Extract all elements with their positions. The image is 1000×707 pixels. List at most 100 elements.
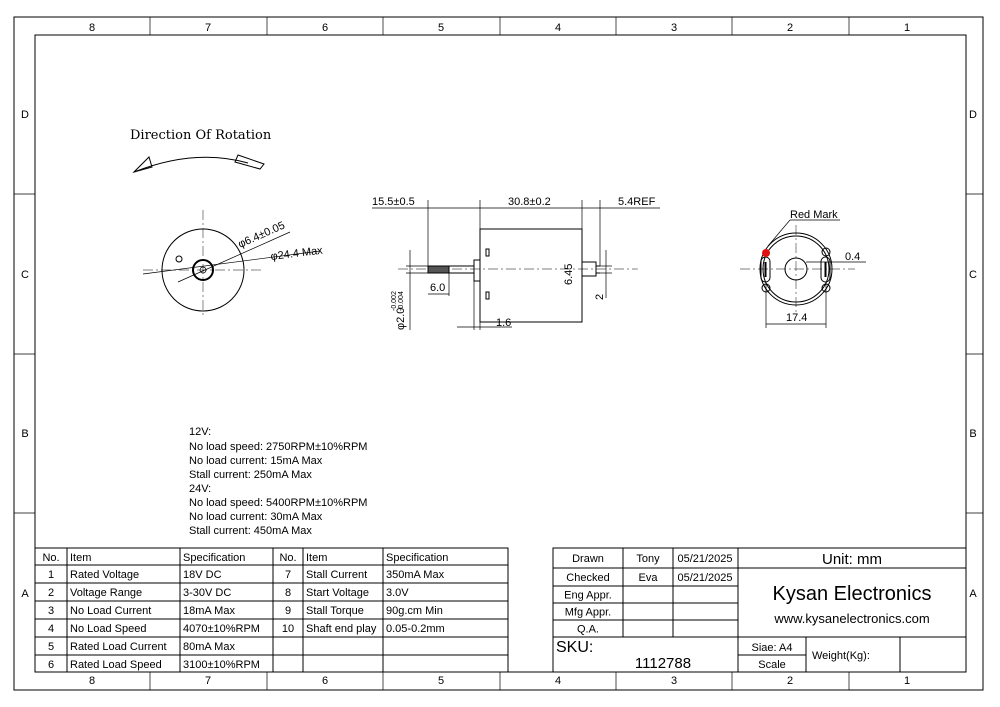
spec-header: Specification — [183, 552, 245, 564]
zone-col: 5 — [438, 22, 444, 34]
zone-col: 1 — [904, 675, 910, 687]
spec-cell: 90g.cm Min — [386, 605, 443, 617]
zone-row: D — [21, 109, 29, 121]
outer-frame — [13, 16, 984, 691]
spec-cell: 2 — [48, 587, 54, 599]
spec-cell: 4070±10%RPM — [183, 623, 260, 635]
zone-col: 3 — [671, 22, 677, 34]
zone-row: A — [21, 588, 29, 600]
spec-header: No. — [279, 552, 296, 564]
spec-cell: 6 — [48, 659, 54, 671]
spec-cell: Rated Voltage — [70, 569, 139, 581]
sheet-size: Siae: A4 — [752, 642, 793, 654]
spec-cell: Stall Torque — [306, 605, 364, 617]
spec-cell: Stall Current — [306, 569, 367, 581]
shaft-length-dim: 15.5±0.5 — [372, 196, 415, 208]
spec-cell: Start Voltage — [306, 587, 369, 599]
note-line: No load current: 30mA Max — [189, 511, 323, 523]
spec-cell: No Load Speed — [70, 623, 146, 635]
unit-label: Unit: mm — [822, 551, 882, 568]
spec-cell: Shaft end play — [306, 623, 377, 635]
spec-cell: Rated Load Speed — [70, 659, 162, 671]
spec-cell: 9 — [285, 605, 291, 617]
bushing-dia-dim: 6.45 — [563, 264, 575, 285]
zone-col: 2 — [787, 675, 793, 687]
approval-name: Tony — [636, 553, 660, 565]
approval-date: 05/21/2025 — [677, 572, 732, 584]
spec-cell: Rated Load Current — [70, 641, 167, 653]
spec-header: Specification — [386, 552, 448, 564]
side-view: 15.5±0.5 30.8±0.2 5.4REF 6.0 1.6 6.45 2 … — [372, 196, 660, 330]
zone-row: D — [969, 109, 977, 121]
zone-labels: 8 7 6 5 4 3 2 1 8 7 6 5 4 3 2 1 D C B A … — [21, 22, 977, 687]
note-line: 12V: — [189, 426, 211, 438]
zone-col: 1 — [904, 22, 910, 34]
spec-cell: 350mA Max — [386, 569, 445, 581]
inner-diameter-dim: φ6.4±0.05 — [236, 219, 286, 250]
spec-cell: 7 — [285, 569, 291, 581]
zone-row: C — [21, 269, 29, 281]
front-view: φ6.4±0.05 φ24.4 Max — [142, 210, 324, 318]
zone-col: 6 — [322, 22, 328, 34]
rear-view: Red Mark 0.4 17.4 — [740, 209, 866, 328]
spec-cell: 1 — [48, 569, 54, 581]
spec-cell: 8 — [285, 587, 291, 599]
spec-cell: 18mA Max — [183, 605, 235, 617]
note-line: No load speed: 2750RPM±10%RPM — [189, 441, 367, 453]
approval-role: Q.A. — [577, 624, 599, 636]
spec-cell: 3 — [48, 605, 54, 617]
terminal-width-dim: 0.4 — [845, 251, 860, 263]
outer-diameter-dim: φ24.4 Max — [270, 245, 324, 263]
spec-header: No. — [42, 552, 59, 564]
spec-cell: 10 — [282, 623, 294, 635]
company-website: www.kysanelectronics.com — [773, 611, 929, 626]
spec-table: No. Item Specification No. Item Specification… — [34, 547, 509, 673]
spec-cell: 0.05-0.2mm — [386, 623, 445, 635]
body-length-dim: 30.8±0.2 — [508, 196, 551, 208]
spec-cell: 4 — [48, 623, 54, 635]
spec-cell: 3100±10%RPM — [183, 659, 260, 671]
zone-ticks — [14, 17, 983, 690]
rear-ref-dim: 5.4REF — [618, 196, 656, 208]
zone-col: 5 — [438, 675, 444, 687]
red-mark-dot — [762, 249, 770, 257]
note-line: Stall current: 450mA Max — [189, 525, 312, 537]
note-line: No load current: 15mA Max — [189, 455, 323, 467]
rotation-label: Direction Of Rotation — [130, 128, 272, 143]
spec-header: Item — [70, 552, 91, 564]
zone-col: 8 — [89, 675, 95, 687]
spec-cell: No Load Current — [70, 605, 151, 617]
flange-thickness-dim: 1.6 — [496, 317, 511, 329]
weight-label: Weight(Kg): — [812, 650, 870, 662]
electrical-notes: 12V: No load speed: 2750RPM±10%RPM No lo… — [189, 426, 367, 537]
approval-role: Drawn — [572, 553, 604, 565]
zone-col: 3 — [671, 675, 677, 687]
zone-row: C — [969, 269, 977, 281]
spec-cell: 3.0V — [386, 587, 409, 599]
spec-cell: 3-30V DC — [183, 587, 231, 599]
sku-label: SKU: — [556, 639, 593, 656]
spec-cell: 80mA Max — [183, 641, 235, 653]
company-name: Kysan Electronics — [773, 583, 932, 605]
knurl-length-dim: 6.0 — [430, 282, 445, 294]
zone-col: 8 — [89, 22, 95, 34]
shaft-tol-upper: -0.002 — [391, 291, 398, 311]
note-line: 24V: — [189, 483, 211, 495]
note-line: Stall current: 250mA Max — [189, 469, 312, 481]
approval-name: Eva — [639, 572, 659, 584]
zone-col: 7 — [205, 675, 211, 687]
zone-col: 4 — [555, 675, 561, 687]
spec-cell: 5 — [48, 641, 54, 653]
zone-col: 4 — [555, 22, 561, 34]
rotation-arrow-icon — [132, 154, 265, 173]
terminal-offset-dim: 2 — [594, 294, 606, 300]
approval-role: Checked — [566, 572, 609, 584]
sku-value: 1112788 — [635, 655, 691, 672]
spec-cell: Voltage Range — [70, 587, 142, 599]
zone-row: B — [21, 428, 28, 440]
spec-header: Item — [306, 552, 327, 564]
zone-col: 7 — [205, 22, 211, 34]
approval-role: Mfg Appr. — [565, 607, 611, 619]
